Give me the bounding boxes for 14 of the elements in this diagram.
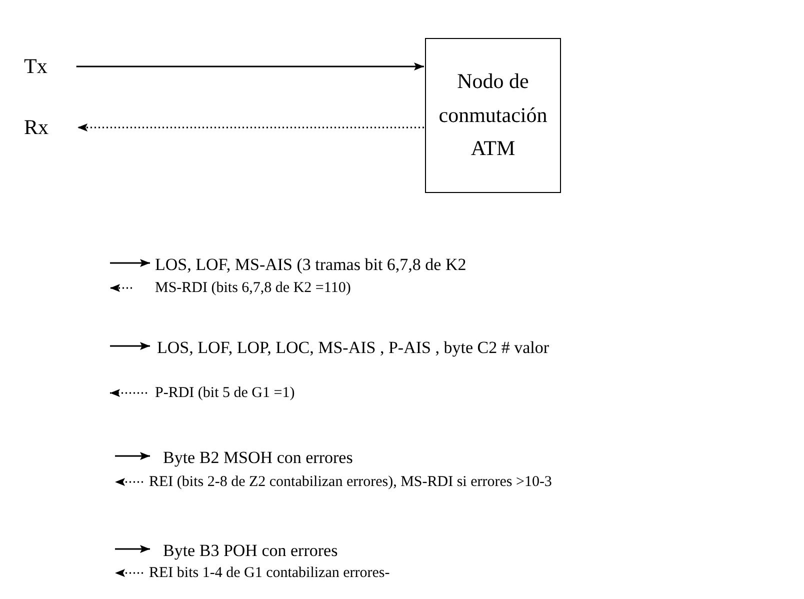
arrow <box>78 124 424 132</box>
process-box <box>425 38 561 193</box>
legend-text: Byte B3 POH con errores <box>163 542 338 559</box>
legend-text: REI bits 1-4 de G1 contabilizan errores- <box>149 566 390 581</box>
legend-text: LOS, LOF, LOP, LOC, MS-AIS , P-AIS , byte C2 # valor <box>157 339 550 356</box>
legend-text: MS-RDI (bits 6,7,8 de K2 =110) <box>155 281 351 296</box>
arrow <box>76 62 424 70</box>
legend-text: P-RDI (bit 5 de G1 =1) <box>155 386 295 401</box>
legend-text: REI (bits 2-8 de Z2 contabilizan errores), MS-RDI si errores >10-3 <box>149 475 552 490</box>
signal-label: Tx <box>24 55 76 79</box>
legend-text: Byte B2 MSOH con errores <box>163 449 353 466</box>
legend-text: LOS, LOF, MS-AIS (3 tramas bit 6,7,8 de K2 <box>155 256 466 273</box>
signal-label: Rx <box>24 116 77 140</box>
box-title: Nodo de conmutación ATM <box>438 68 548 162</box>
